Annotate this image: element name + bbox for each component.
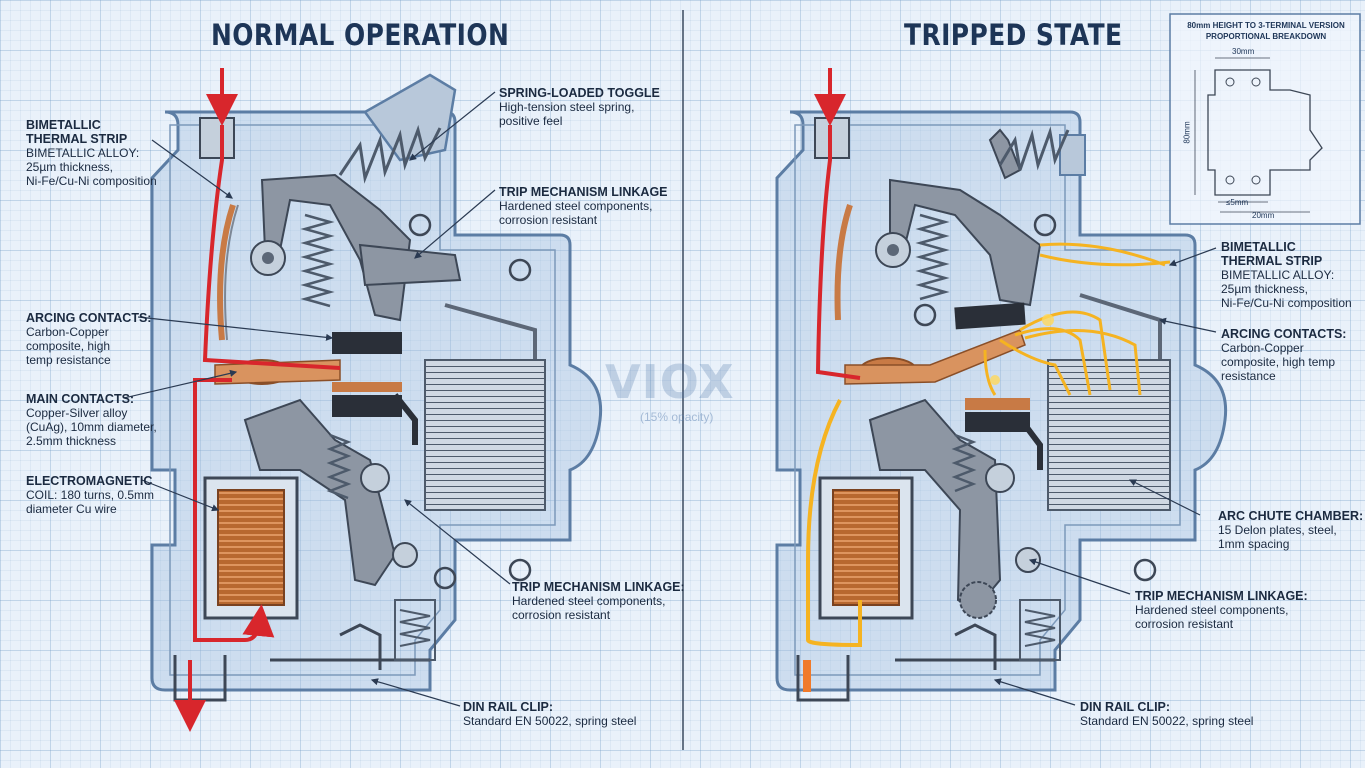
watermark-brand: VIOX [605, 355, 735, 409]
label-title: TRIP MECHANISM LINKAGE [499, 185, 668, 199]
label-title: TRIP MECHANISM LINKAGE: [1135, 589, 1308, 603]
inset-diagram [1169, 13, 1361, 225]
label-title: ARCING CONTACTS: [1221, 327, 1347, 341]
label-tripped-arcing: ARCING CONTACTS: Carbon-Copper composite… [1221, 327, 1346, 383]
tripped-output-stub [803, 660, 811, 692]
tripped-toggle-spring [998, 126, 1070, 171]
tripped-arcing-contact-bottom [965, 412, 1030, 432]
label-body: BIMETALLIC ALLOY: 25µm thickness, Ni-Fe/… [1221, 268, 1352, 310]
label-title: ARCING CONTACTS: [26, 311, 152, 325]
tripped-panel-title: TRIPPED STATE [904, 18, 1123, 52]
tripped-fault-path [806, 399, 862, 648]
label-tripped-bimetallic: BIMETALLIC THERMAL STRIP BIMETALLIC ALLO… [1221, 240, 1352, 310]
label-normal-trip-bottom: TRIP MECHANISM LINKAGE: Hardened steel c… [512, 580, 685, 622]
watermark-note: (15% opacity) [640, 410, 714, 424]
label-normal-bimetallic: BIMETALLIC THERMAL STRIP BIMETALLIC ALLO… [26, 118, 157, 188]
label-normal-arcing: ARCING CONTACTS: Carbon-Copper composite… [26, 311, 151, 367]
label-body: Standard EN 50022, spring steel [463, 714, 637, 728]
label-title: BIMETALLIC THERMAL STRIP [1221, 240, 1323, 268]
normal-trip-lever-bottom [243, 398, 397, 587]
label-normal-toggle: SPRING-LOADED TOGGLE High-tension steel … [499, 86, 660, 128]
tripped-gear [959, 581, 997, 619]
label-body: Hardened steel components, corrosion res… [1135, 603, 1289, 631]
inset-title: 80mm HEIGHT TO 3-TERMINAL VERSION PROPOR… [1187, 21, 1345, 41]
label-body: High-tension steel spring, positive feel [499, 100, 635, 128]
label-body: Standard EN 50022, spring steel [1080, 714, 1254, 728]
normal-toggle-spring [338, 124, 442, 184]
normal-spring-vertical [300, 213, 335, 308]
label-title: DIN RAIL CLIP: [1080, 700, 1171, 714]
inset-inner-dim: ≤5mm [1226, 198, 1249, 207]
inset-top-dim: 30mm [1232, 47, 1255, 56]
normal-panel-title: NORMAL OPERATION [211, 18, 510, 52]
label-title: ARC CHUTE CHAMBER: [1218, 509, 1364, 523]
label-title: BIMETALLIC THERMAL STRIP [26, 118, 128, 146]
tripped-bimetal-strip [834, 204, 853, 321]
tripped-breaker [775, 68, 1228, 706]
label-tripped-din: DIN RAIL CLIP: Standard EN 50022, spring… [1080, 700, 1253, 728]
label-normal-main: MAIN CONTACTS: Copper-Silver alloy (CuAg… [26, 392, 157, 448]
tripped-arc-flames [983, 242, 1171, 396]
label-body: Carbon-Copper composite, high temp resis… [26, 325, 111, 367]
tripped-arcing-contact-top [954, 302, 1026, 330]
label-body: Carbon-Copper composite, high temp resis… [1221, 341, 1336, 383]
normal-arc-chute [424, 359, 546, 511]
label-body: BIMETALLIC ALLOY: 25µm thickness, Ni-Fe/… [26, 146, 157, 188]
normal-electromagnetic-coil [217, 489, 285, 606]
label-title: ELECTROMAGNETIC [26, 474, 153, 488]
label-body: COIL: 180 turns, 0.5mm diameter Cu wire [26, 488, 155, 516]
normal-breaker [123, 68, 603, 732]
inset-side-dim: 80mm [1182, 121, 1192, 144]
label-tripped-trip: TRIP MECHANISM LINKAGE: Hardened steel c… [1135, 589, 1308, 631]
label-body: Copper-Silver alloy (CuAg), 10mm diamete… [26, 406, 157, 448]
normal-bimetal-strip [217, 204, 236, 341]
label-title: SPRING-LOADED TOGGLE [499, 86, 660, 100]
label-body: Hardened steel components, corrosion res… [499, 199, 653, 227]
label-normal-din: DIN RAIL CLIP: Standard EN 50022, spring… [463, 700, 636, 728]
label-tripped-arc-chute: ARC CHUTE CHAMBER: 15 Delon plates, stee… [1218, 509, 1363, 551]
normal-arcing-contact-top [332, 332, 402, 354]
label-body: 15 Delon plates, steel, 1mm spacing [1218, 523, 1337, 551]
tripped-electromagnetic-coil [832, 489, 900, 606]
label-normal-coil: ELECTROMAGNETIC COIL: 180 turns, 0.5mm d… [26, 474, 154, 516]
label-body: Hardened steel components, corrosion res… [512, 594, 666, 622]
tripped-current-path [815, 125, 861, 380]
label-title: TRIP MECHANISM LINKAGE: [512, 580, 685, 594]
label-title: DIN RAIL CLIP: [463, 700, 554, 714]
label-normal-trip-top: TRIP MECHANISM LINKAGE Hardened steel co… [499, 185, 668, 227]
label-title: MAIN CONTACTS: [26, 392, 135, 406]
inset-breaker-outline [1207, 69, 1323, 196]
normal-current-path [202, 125, 341, 370]
normal-arcing-contact-bottom [332, 395, 402, 417]
inset-bottom-dim: 20mm [1252, 211, 1275, 220]
